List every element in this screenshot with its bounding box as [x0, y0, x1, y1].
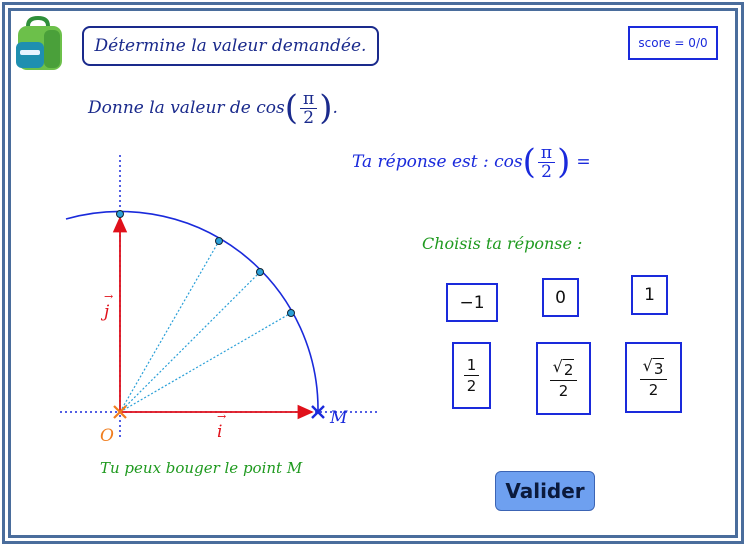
choice-half-den: 2	[466, 377, 477, 395]
vector-i-letter: i	[217, 422, 223, 442]
score-box: score = 0/0	[628, 26, 718, 60]
choice-minus-one-button[interactable]: −1	[446, 283, 498, 322]
close-paren: )	[319, 88, 333, 128]
choice-sqrt3-fraction: √3 2	[639, 355, 668, 400]
choice-sqrt3-den: 2	[648, 380, 659, 399]
choice-sqrt2-fraction: √2 2	[549, 356, 578, 401]
choice-one-label: 1	[644, 285, 655, 305]
instruction-text: Détermine la valeur demandée.	[94, 36, 367, 56]
choice-one-button[interactable]: 1	[631, 275, 668, 315]
choice-sqrt2-over-2-button[interactable]: √2 2	[536, 342, 591, 415]
radius-60	[119, 240, 220, 413]
outer-frame	[2, 2, 744, 544]
choice-sqrt2-den: 2	[558, 381, 569, 400]
vector-j-label: → j	[104, 290, 114, 322]
instruction-box: Détermine la valeur demandée.	[82, 26, 379, 66]
point-m-handle[interactable]	[311, 405, 325, 419]
choice-half-fraction: 1 2	[463, 355, 480, 396]
vector-i-label: → i	[217, 410, 227, 442]
choice-sqrt2-rad: 2	[562, 358, 575, 379]
question-prefix: Donne la valeur de cos	[88, 98, 285, 118]
backpack-icon[interactable]	[14, 16, 66, 72]
close-paren: )	[557, 142, 571, 182]
answer-frac-num: π	[537, 144, 556, 163]
choice-minus-one-label: −1	[459, 292, 485, 313]
validate-label: Valider	[505, 479, 585, 503]
question-frac-num: π	[300, 90, 318, 109]
sqrt-icon: √2	[552, 356, 575, 379]
question-frac-den: 2	[303, 107, 315, 128]
vector-j-letter: j	[104, 302, 110, 322]
choose-label: Choisis ta réponse :	[422, 234, 583, 253]
point-30	[287, 309, 295, 317]
choice-half-button[interactable]: 1 2	[452, 342, 491, 409]
question-suffix: .	[332, 98, 338, 118]
hint-text: Tu peux bouger le point M	[100, 459, 303, 477]
point-45	[256, 268, 264, 276]
question: Donne la valeur de cos ( π 2 ) .	[88, 88, 338, 128]
choice-zero-label: 0	[555, 287, 566, 308]
choice-sqrt3-rad: 3	[652, 357, 665, 378]
point-m-label: M	[330, 408, 348, 428]
radius-30	[119, 312, 292, 413]
answer-fraction: π 2	[537, 144, 556, 182]
choice-sqrt3-over-2-button[interactable]: √3 2	[625, 342, 682, 413]
choice-half-num: 1	[463, 355, 480, 376]
point-90	[116, 210, 124, 218]
answer-suffix: =	[576, 152, 591, 172]
sqrt-icon: √3	[642, 355, 665, 378]
point-60	[215, 237, 223, 245]
question-fraction: π 2	[300, 90, 318, 128]
radius-45	[119, 271, 261, 413]
answer-line: Ta réponse est : cos ( π 2 ) =	[352, 142, 591, 182]
validate-button[interactable]: Valider	[495, 471, 595, 511]
open-paren: (	[522, 142, 536, 182]
choice-zero-button[interactable]: 0	[542, 278, 579, 317]
choice-sqrt2-num: √2	[549, 356, 578, 381]
score-text: score = 0/0	[638, 36, 708, 50]
answer-frac-den: 2	[541, 161, 552, 182]
choice-sqrt3-num: √3	[639, 355, 668, 380]
origin-label: O	[100, 426, 114, 446]
origin-cross-icon	[113, 405, 127, 419]
open-paren: (	[284, 88, 299, 128]
answer-prefix: Ta réponse est : cos	[352, 152, 523, 172]
inner-frame	[8, 8, 738, 538]
